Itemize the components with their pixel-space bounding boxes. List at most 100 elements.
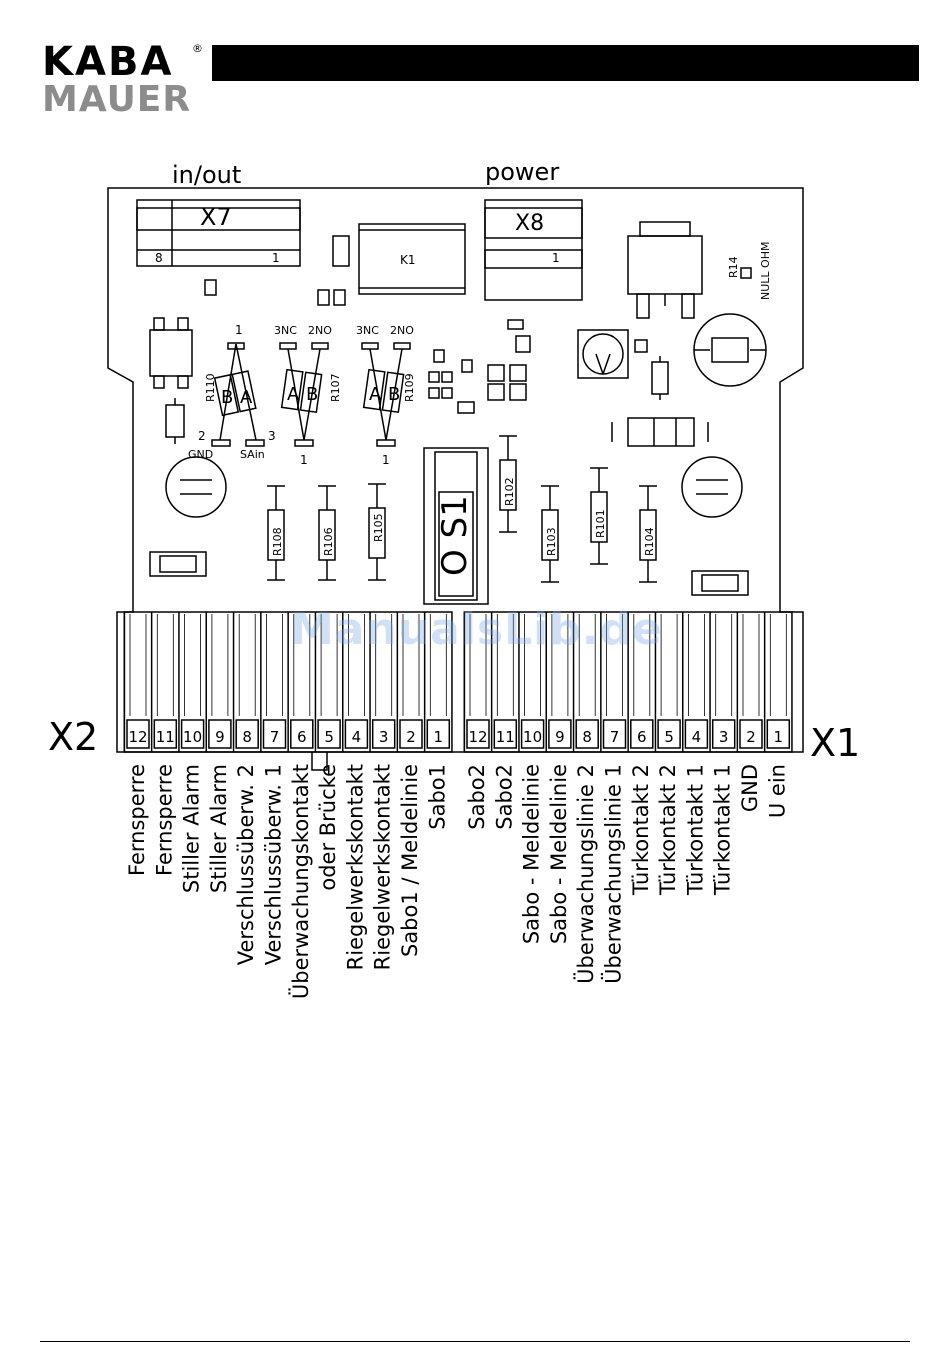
x1-pin-number: 1 [774,728,784,746]
x2-pin-box [153,719,178,749]
label-pin2: 2 [198,429,206,443]
label-power: power [485,158,559,186]
x8-label: X8 [515,211,544,236]
x2-pin-box [426,719,451,749]
x2-pin-number: 1 [434,728,444,746]
resistor-label-r105: R105 [372,513,385,542]
label-r14: R14 [727,256,740,278]
x2-pin-box [344,719,369,749]
label-inout: in/out [172,161,241,189]
x2-pin-box [235,719,259,749]
label-pin1a: 1 [235,323,243,337]
resistor-r105: R105 [368,483,386,581]
x2-pin-box [317,719,341,749]
x1-pin-number: 4 [692,728,702,746]
x1-pin-box [548,719,572,749]
x1-pin-box [657,719,681,749]
x1-pin-number: 11 [496,728,515,746]
x2-pin-number: 7 [270,728,280,746]
x1-pin-label: Sabo2 [465,764,489,830]
k1-label: K1 [400,253,416,267]
logo-kaba: KABA [42,39,174,85]
x1-pin-number: 2 [746,728,756,746]
x2-pin-box [180,719,205,749]
x1-pin-number: 3 [719,728,729,746]
x1-pin-label: Sabo2 [492,764,516,830]
resistor-label-r104: R104 [643,527,656,556]
resistor-r101: R101 [590,467,608,565]
label-one-b: 1 [300,453,308,467]
x1-pin-box [684,719,709,749]
x1-pin-number: 9 [555,728,565,746]
x2-pin-number: 2 [406,728,416,746]
x1-pin-box [766,719,791,749]
x1-pin-box [520,719,545,749]
x1-pin-label: Überwachungslinie 2 [573,764,598,984]
label-nc2: 3NC [356,324,379,337]
x2-pin-box [262,719,287,749]
x1-pin-label: Sabo - Meldelinie [520,764,544,944]
x2-pin-label: oder Brücke [316,764,340,891]
x2-pin-label: Verschlussüberw. 2 [234,764,258,965]
x2-pin-label: Sabo1 / Meldelinie [398,764,422,957]
board-outline [107,187,804,753]
x1-pin-number: 6 [637,728,647,746]
trimmer-potentiometer [577,329,629,379]
label-nc1: 3NC [274,324,297,337]
jumper3-label-a: A [369,384,382,405]
x7-label: X7 [200,203,232,231]
logo-mauer: MAUER [42,79,192,120]
x2-pin-number: 5 [324,728,334,746]
os1-label: O S1 [435,495,475,576]
resistor-label-r102: R102 [503,477,516,506]
x8-pin-right: 1 [552,251,560,265]
x1-pin-label: Überwachungslinie 1 [601,764,626,984]
footer-rule [40,1341,910,1342]
header-bar [212,45,919,81]
x2-pin-label: Stiller Alarm [180,764,204,893]
x1-pin-number: 5 [664,728,674,746]
label-no1: 2NO [308,324,332,337]
x2-pin-box [126,719,150,749]
x2-pin-number: 11 [156,728,175,746]
label-r109: R109 [403,373,416,402]
x2-pin-number: 6 [297,728,307,746]
x1-pin-label: Türkontakt 2 [629,764,653,896]
resistor-label-r101: R101 [594,509,607,538]
x2-pin-label: Stiller Alarm [207,764,231,893]
resistor-r106: R106 [318,485,336,581]
relay-k1: K1 [358,223,466,295]
x2-pin-label: Überwachungskontakt [288,764,313,999]
x1-pin-box [466,719,490,749]
resistor-r103: R103 [541,485,559,583]
resistor-label-r106: R106 [322,527,335,556]
x2-pin-label: Verschlussüberw. 1 [262,764,286,965]
x1-pin-label: Türkontakt 1 [711,764,735,896]
x2-pin-number: 4 [352,728,362,746]
x1-pin-label: GND [738,764,762,812]
label-one-c: 1 [382,453,390,467]
x2-pin-label: Fernsperre [152,764,176,876]
label-gnd: GND [188,448,213,461]
x2-pin-number: 8 [242,728,252,746]
watermark: ManualsLib.de [290,604,663,655]
x1-pin-label: U ein [765,764,789,818]
x2-pin-label: Sabo1 [425,764,449,830]
voltage-regulator [627,221,703,319]
label-null-ohm: NULL OHM [759,242,772,300]
x2-pin-number: 3 [379,728,389,746]
x2-pin-number: 10 [183,728,202,746]
x1-pin-number: 12 [468,728,487,746]
electrolytic-capacitor [693,313,767,387]
x2-name: X2 [48,715,98,759]
x2-pin-label: Fernsperre [125,764,149,876]
x2-pin-box [208,719,232,749]
x1-pin-box [711,719,736,749]
resistor-r104: R104 [639,485,657,583]
x2-pin-box [371,719,396,749]
resistor-r108: R108 [267,485,285,581]
